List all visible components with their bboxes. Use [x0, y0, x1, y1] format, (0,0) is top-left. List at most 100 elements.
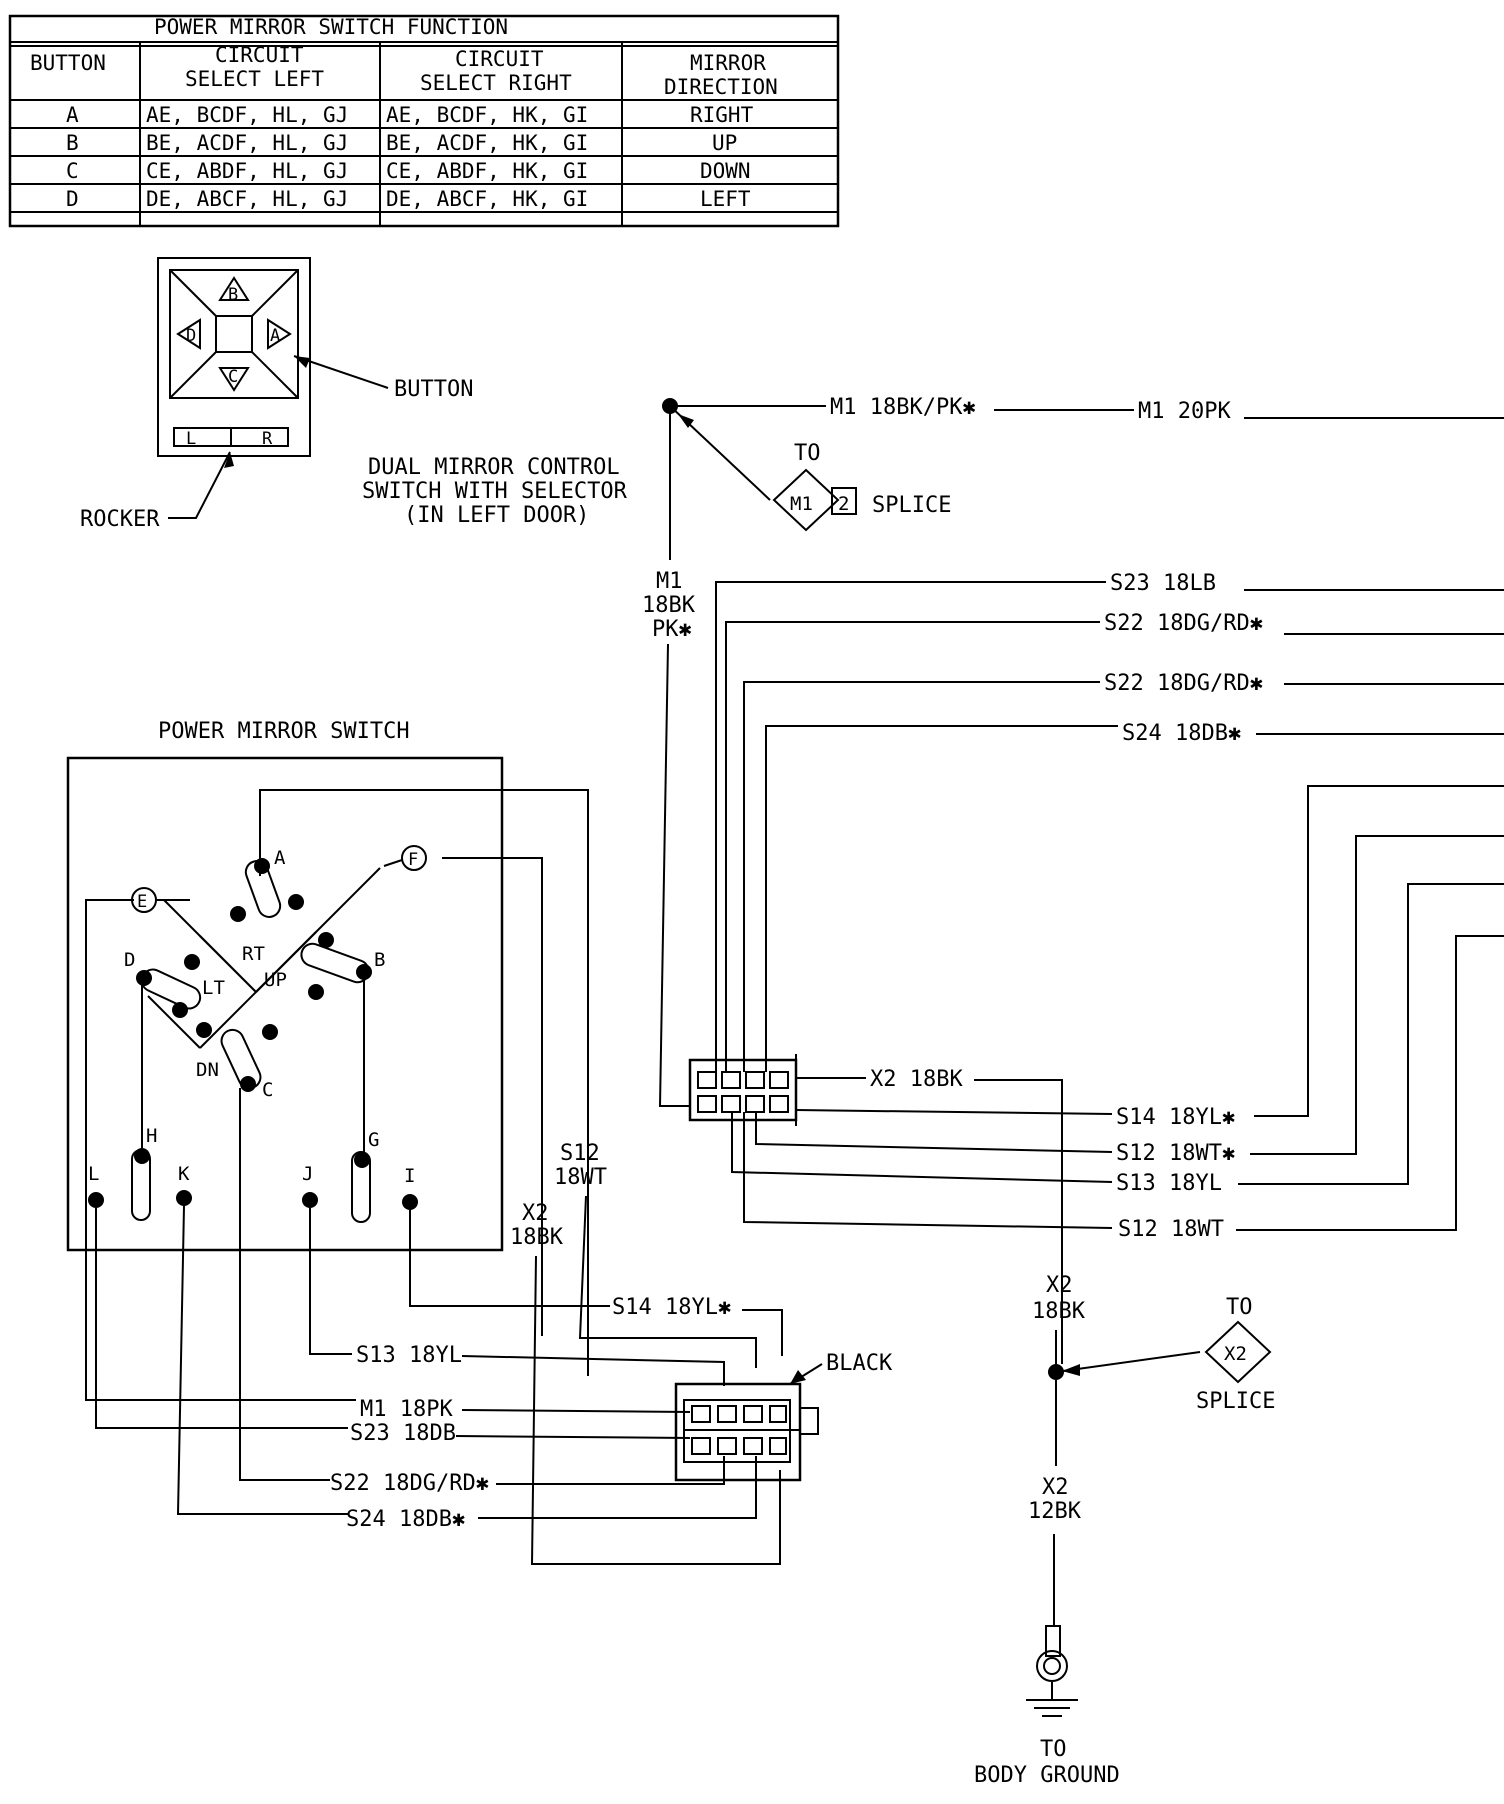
left-harness: S12 18WT X2 18BK S14 18YL✱ S13 18YL BLAC… [95, 1088, 893, 1565]
caption-line-1: DUAL MIRROR CONTROL [368, 455, 620, 480]
label-lt: LT [202, 977, 225, 999]
terminal-f: F [408, 850, 418, 870]
terminal-h: H [146, 1125, 157, 1147]
wire-label-s22: S22 18DG/RD✱ [1104, 611, 1263, 636]
label-up: UP [264, 969, 287, 991]
table-row: A [66, 103, 79, 127]
table-cell: LEFT [700, 187, 751, 211]
terminal-g: G [368, 1129, 379, 1151]
label-dn: DN [196, 1059, 219, 1081]
m1-riser: M1 18BK PK✱ [642, 406, 696, 1107]
wire-label-s13: S13 18YL [356, 1343, 462, 1368]
ground-to: TO [1040, 1737, 1067, 1762]
splice-label: SPLICE [872, 493, 951, 518]
table-title: POWER MIRROR SWITCH FUNCTION [154, 15, 508, 39]
button-callout: BUTTON [394, 377, 473, 402]
wire-label-s12: S12 18WT [1118, 1217, 1224, 1242]
terminal-l: L [88, 1163, 99, 1185]
table-cell: AE, BCDF, HL, GJ [146, 103, 348, 127]
wire-label-s22: S22 18DG/RD✱ [1104, 671, 1263, 696]
table-row: B [66, 131, 79, 155]
col-header-right-1: CIRCUIT [455, 47, 544, 71]
wire-label-x2: X2 [1042, 1475, 1069, 1500]
wire-label-s24: S24 18DB✱ [346, 1507, 465, 1532]
splice-code: M1 [790, 493, 813, 515]
arrow-left-icon [176, 318, 201, 350]
terminal-a: A [274, 847, 286, 869]
key-b: B [228, 285, 238, 305]
table-cell: CE, ABDF, HK, GI [386, 159, 588, 183]
table-cell: AE, BCDF, HK, GI [386, 103, 588, 127]
rocker-l: L [186, 429, 196, 449]
caption-line-2: SWITCH WITH SELECTOR [362, 479, 628, 504]
ground-eyelet-icon [1045, 1625, 1061, 1657]
ground-symbol-icon [1026, 1699, 1078, 1717]
caption-line-3: (IN LEFT DOOR) [404, 503, 589, 528]
col-header-left-2: SELECT LEFT [185, 67, 324, 91]
rocker-r: R [262, 429, 273, 449]
wire-label-m1-right: M1 20PK [1138, 399, 1231, 424]
black-connector [674, 1382, 802, 1482]
splice-to: TO [1226, 1295, 1253, 1320]
wire-label-m1: M1 [656, 569, 683, 594]
wire-label-x2: X2 [1046, 1273, 1073, 1298]
splice-diamond-icon [772, 468, 840, 532]
table-cell: DE, ABCF, HL, GJ [146, 187, 348, 211]
splice-code-2: 2 [838, 493, 849, 515]
terminal-i: I [404, 1165, 415, 1187]
col-header-button: BUTTON [30, 51, 106, 75]
wire-label-s12: 18WT [554, 1165, 607, 1190]
switch-title: POWER MIRROR SWITCH [158, 719, 410, 744]
wire-label-x2: 18BK [510, 1225, 564, 1250]
wire-label-m1: M1 18PK [360, 1397, 453, 1422]
wire-label-s13: S13 18YL [1116, 1171, 1222, 1196]
col-header-dir-1: MIRROR [690, 51, 766, 75]
table-cell: BE, ACDF, HK, GI [386, 131, 588, 155]
wire-label-s14: S14 18YL✱ [1116, 1105, 1235, 1130]
arrow-up-icon [218, 276, 250, 301]
arrow-down-icon [218, 367, 250, 392]
wire-label-m1-top: M1 18BK/PK✱ [830, 395, 976, 420]
mirror-control-switch: B A C D L R BUTTON ROCKER DUAL MIRROR CO… [80, 257, 628, 532]
col-header-right-2: SELECT RIGHT [420, 71, 572, 95]
splice-to: TO [794, 441, 821, 466]
wire-label-s23: S23 18LB [1110, 571, 1216, 596]
x2-ground-run: X2 18BK TO X2 SPLICE X2 12BK TO BODY GRO… [974, 1273, 1275, 1788]
power-mirror-switch: POWER MIRROR SWITCH E F [66, 719, 589, 1401]
table-row: D [66, 187, 79, 211]
terminal-k: K [178, 1163, 190, 1185]
wire-label-s22: S22 18DG/RD✱ [330, 1471, 489, 1496]
key-a: A [270, 326, 280, 346]
terminal-j: J [302, 1163, 313, 1185]
table-row: C [66, 159, 79, 183]
wire-label-x2: X2 [522, 1201, 549, 1226]
wire-label-x2: 18BK [1032, 1299, 1086, 1324]
splice-code: X2 [1224, 1343, 1247, 1365]
wire-label-s12: S12 18WT✱ [1116, 1141, 1235, 1166]
m1-splice: M1 18BK/PK✱ M1 20PK TO M1 2 SPLICE [662, 395, 1504, 532]
terminal-d: D [124, 949, 135, 971]
table-cell: CE, ABDF, HL, GJ [146, 159, 348, 183]
table-cell: UP [712, 131, 737, 155]
key-d: D [186, 326, 196, 346]
arrow-right-icon [267, 318, 292, 350]
terminal-c: C [262, 1079, 273, 1101]
function-table: POWER MIRROR SWITCH FUNCTION BUTTON CIRC… [8, 14, 840, 228]
wire-label-x2: 12BK [1028, 1499, 1082, 1524]
wire-label-x2: X2 18BK [870, 1067, 963, 1092]
terminal-e: E [137, 892, 147, 912]
table-cell: DOWN [700, 159, 751, 183]
black-label: BLACK [826, 1351, 893, 1376]
ground-label: BODY GROUND [974, 1763, 1120, 1788]
table-cell: DE, ABCF, HK, GI [386, 187, 588, 211]
label-rt: RT [242, 943, 265, 965]
col-header-left-1: CIRCUIT [215, 43, 304, 67]
wire-label-s23: S23 18DB [350, 1421, 456, 1446]
key-c: C [228, 367, 238, 387]
table-cell: RIGHT [690, 103, 754, 127]
rocker-callout: ROCKER [80, 507, 160, 532]
col-header-dir-2: DIRECTION [664, 75, 778, 99]
splice-label: SPLICE [1196, 1389, 1275, 1414]
right-wires: S23 18LB S22 18DG/RD✱ S22 18DG/RD✱ S24 1… [715, 571, 1504, 1364]
